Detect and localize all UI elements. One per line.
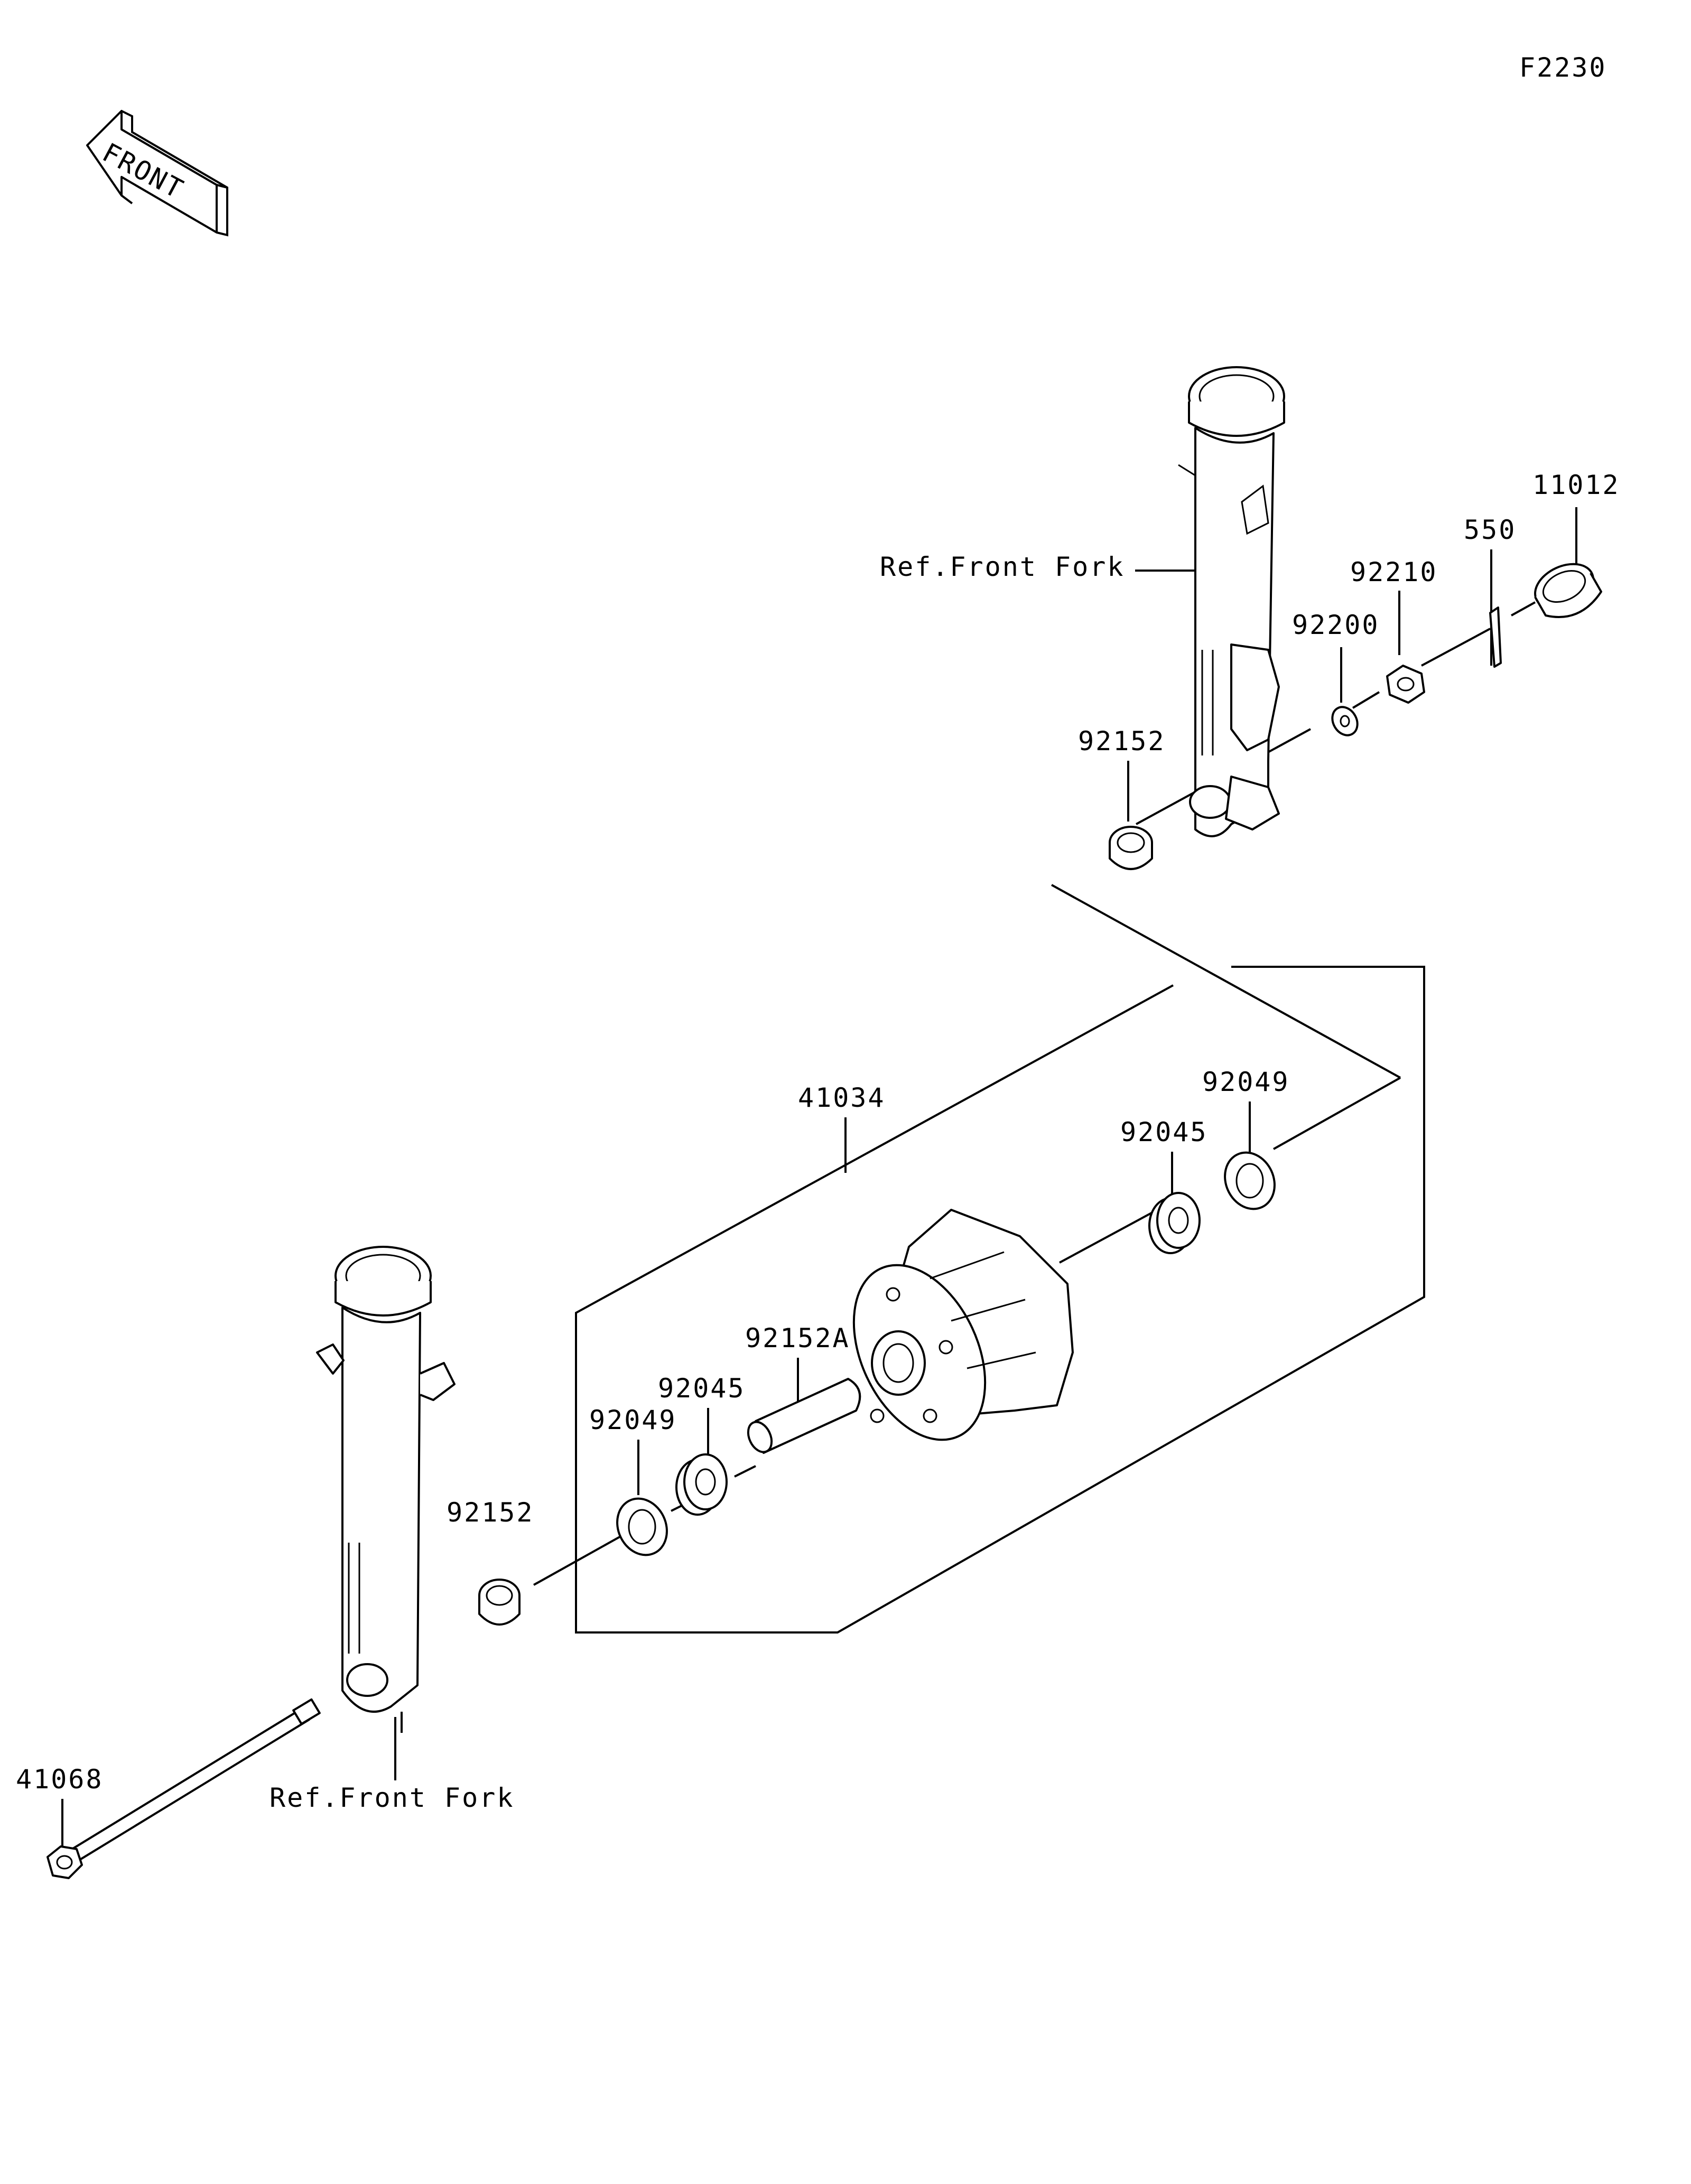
washer-92200 bbox=[1331, 706, 1359, 736]
label-92049-left: 92049 bbox=[589, 1405, 677, 1435]
cotter-pin-550 bbox=[1489, 606, 1502, 668]
label-92045-right: 92045 bbox=[1120, 1117, 1208, 1147]
front-direction-arrow-icon: FRONT bbox=[86, 110, 228, 237]
nut-92210 bbox=[1386, 665, 1425, 704]
label-41068: 41068 bbox=[16, 1764, 104, 1795]
hub-41034 bbox=[852, 1209, 1074, 1441]
cap-11012 bbox=[1534, 563, 1602, 618]
oil-seal-92049-left bbox=[616, 1497, 668, 1556]
collar-92152-left bbox=[478, 1579, 521, 1626]
label-11012: 11012 bbox=[1532, 470, 1620, 500]
label-92049-right: 92049 bbox=[1202, 1067, 1290, 1097]
leader-lines bbox=[61, 507, 1577, 1849]
spacer-92152A bbox=[747, 1378, 861, 1454]
collar-92152-right bbox=[1109, 826, 1153, 870]
label-92200: 92200 bbox=[1292, 610, 1380, 640]
oil-seal-92049-right bbox=[1224, 1151, 1276, 1210]
bearing-92045-right bbox=[1148, 1192, 1201, 1254]
label-550: 550 bbox=[1464, 515, 1516, 545]
label-92152A: 92152A bbox=[745, 1323, 850, 1354]
ref-front-fork-right: Ref.Front Fork bbox=[880, 552, 1125, 582]
label-92045-left: 92045 bbox=[658, 1373, 746, 1404]
front-fork-right bbox=[1178, 366, 1285, 837]
label-92152-left: 92152 bbox=[447, 1497, 534, 1528]
front-fork-left bbox=[316, 1246, 456, 1733]
ref-front-fork-left: Ref.Front Fork bbox=[270, 1782, 514, 1813]
label-92210: 92210 bbox=[1350, 557, 1438, 587]
diagram-code: F2230 bbox=[1519, 52, 1607, 83]
label-92152-top: 92152 bbox=[1078, 726, 1166, 757]
axle-41068 bbox=[47, 1698, 321, 1879]
label-41034: 41034 bbox=[798, 1082, 886, 1113]
bearing-92045-left bbox=[675, 1453, 728, 1516]
